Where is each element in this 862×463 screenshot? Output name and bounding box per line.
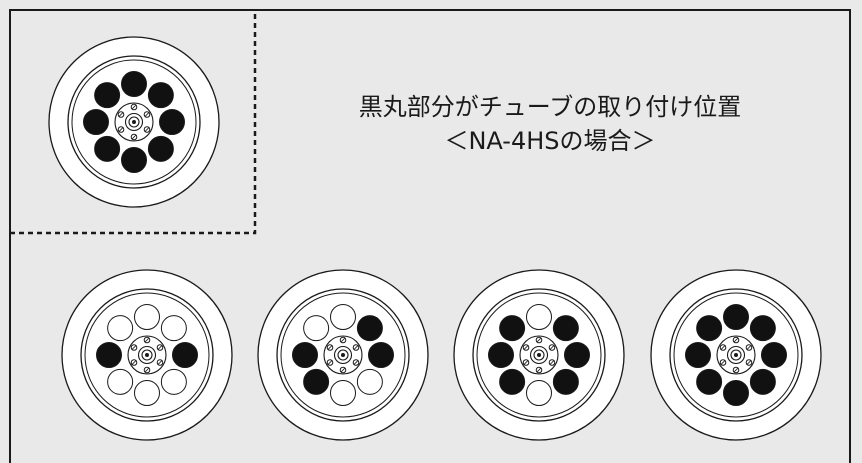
hub-bolt-mark [131,345,137,350]
hub-bolt-mark [144,112,150,117]
tube-slot-filled [761,342,787,368]
hub-bolt-mark [733,367,739,373]
hub-bolt-mark [720,360,726,365]
tube-slot-empty [107,368,134,395]
hub-bolt-mark [118,127,124,132]
caption-title: 黒丸部分がチューブの取り付け位置 [358,93,742,121]
tube-slot-empty [107,315,134,342]
rotor-rim [84,292,210,418]
tube-slot-empty [160,315,187,342]
hub-bolt-mark [523,360,529,365]
rotor-example [48,36,220,208]
hub-bolt-mark [157,360,163,365]
tube-slot-filled [552,368,579,395]
hub-bolt-mark [144,127,150,132]
tube-slot-filled [356,315,383,342]
hub-bolt-mark [746,360,752,365]
hub-axle [537,353,541,357]
tube-slot-filled [121,71,147,97]
tube-slot-filled [159,109,185,135]
tube-slot-filled [121,147,147,173]
rotor-config-1 [61,269,233,441]
tube-slot-empty [303,315,330,342]
tube-slot-filled [83,109,109,135]
outer-frame [9,9,851,463]
hub-bolt-mark [720,345,726,350]
tube-slot-empty [526,380,552,406]
rotor-rim [71,59,197,185]
caption: 黒丸部分がチューブの取り付け位置 ＜NA-4HSの場合＞ [300,90,800,158]
tube-slot-filled [147,135,174,162]
tube-slot-empty [330,304,356,330]
tube-slot-filled [292,342,318,368]
hub-bolt-mark [353,360,359,365]
hub-bolt-mark [536,337,542,343]
tube-slot-empty [160,368,187,395]
tube-slot-empty [526,304,552,330]
tube-slot-filled [303,368,330,395]
hub-bolt-mark [549,345,555,350]
tube-slot-filled [696,368,723,395]
tube-slot-filled [488,342,514,368]
tube-slot-filled [552,315,579,342]
tube-slot-filled [723,380,749,406]
hub-bolt-mark [327,360,333,365]
tube-slot-empty [134,304,160,330]
hub-bolt-mark [746,345,752,350]
hub-bolt-mark [131,360,137,365]
hub-bolt-mark [327,345,333,350]
hub-bolt-mark [131,134,137,140]
tube-slot-empty [330,380,356,406]
tube-slot-filled [749,368,776,395]
rotor-config-2 [257,269,429,441]
tube-slot-empty [134,380,160,406]
tube-slot-filled [368,342,394,368]
example-dashed-border [10,10,257,235]
caption-subtitle: ＜NA-4HSの場合＞ [444,127,656,155]
hub-bolt-mark [157,345,163,350]
tube-slot-filled [749,315,776,342]
hub-bolt-mark [144,367,150,373]
tube-slot-empty [356,368,383,395]
hub-bolt-mark [131,104,137,110]
rotor-group [48,36,822,441]
hub-bolt-mark [118,112,124,117]
rotor-rim [476,292,602,418]
hub-bolt-mark [523,345,529,350]
hub-axle [145,353,149,357]
hub-bolt-mark [340,337,346,343]
hub-bolt-mark [733,337,739,343]
rotor-rim [280,292,406,418]
tube-slot-filled [685,342,711,368]
hub-bolt-mark [340,367,346,373]
tube-slot-filled [696,315,723,342]
rotor-rim [673,292,799,418]
rotor-config-4 [650,269,822,441]
hub-bolt-mark [144,337,150,343]
hub-axle [734,353,738,357]
hub-bolt-mark [536,367,542,373]
tube-slot-filled [147,82,174,109]
tube-slot-filled [96,342,122,368]
tube-slot-filled [499,368,526,395]
tube-slot-filled [94,82,121,109]
tube-slot-filled [564,342,590,368]
tube-slot-filled [723,304,749,330]
tube-slot-filled [499,315,526,342]
hub-axle [341,353,345,357]
hub-axle [132,120,136,124]
tube-slot-filled [94,135,121,162]
hub-bolt-mark [549,360,555,365]
rotor-config-3 [453,269,625,441]
hub-bolt-mark [353,345,359,350]
tube-slot-filled [172,342,198,368]
